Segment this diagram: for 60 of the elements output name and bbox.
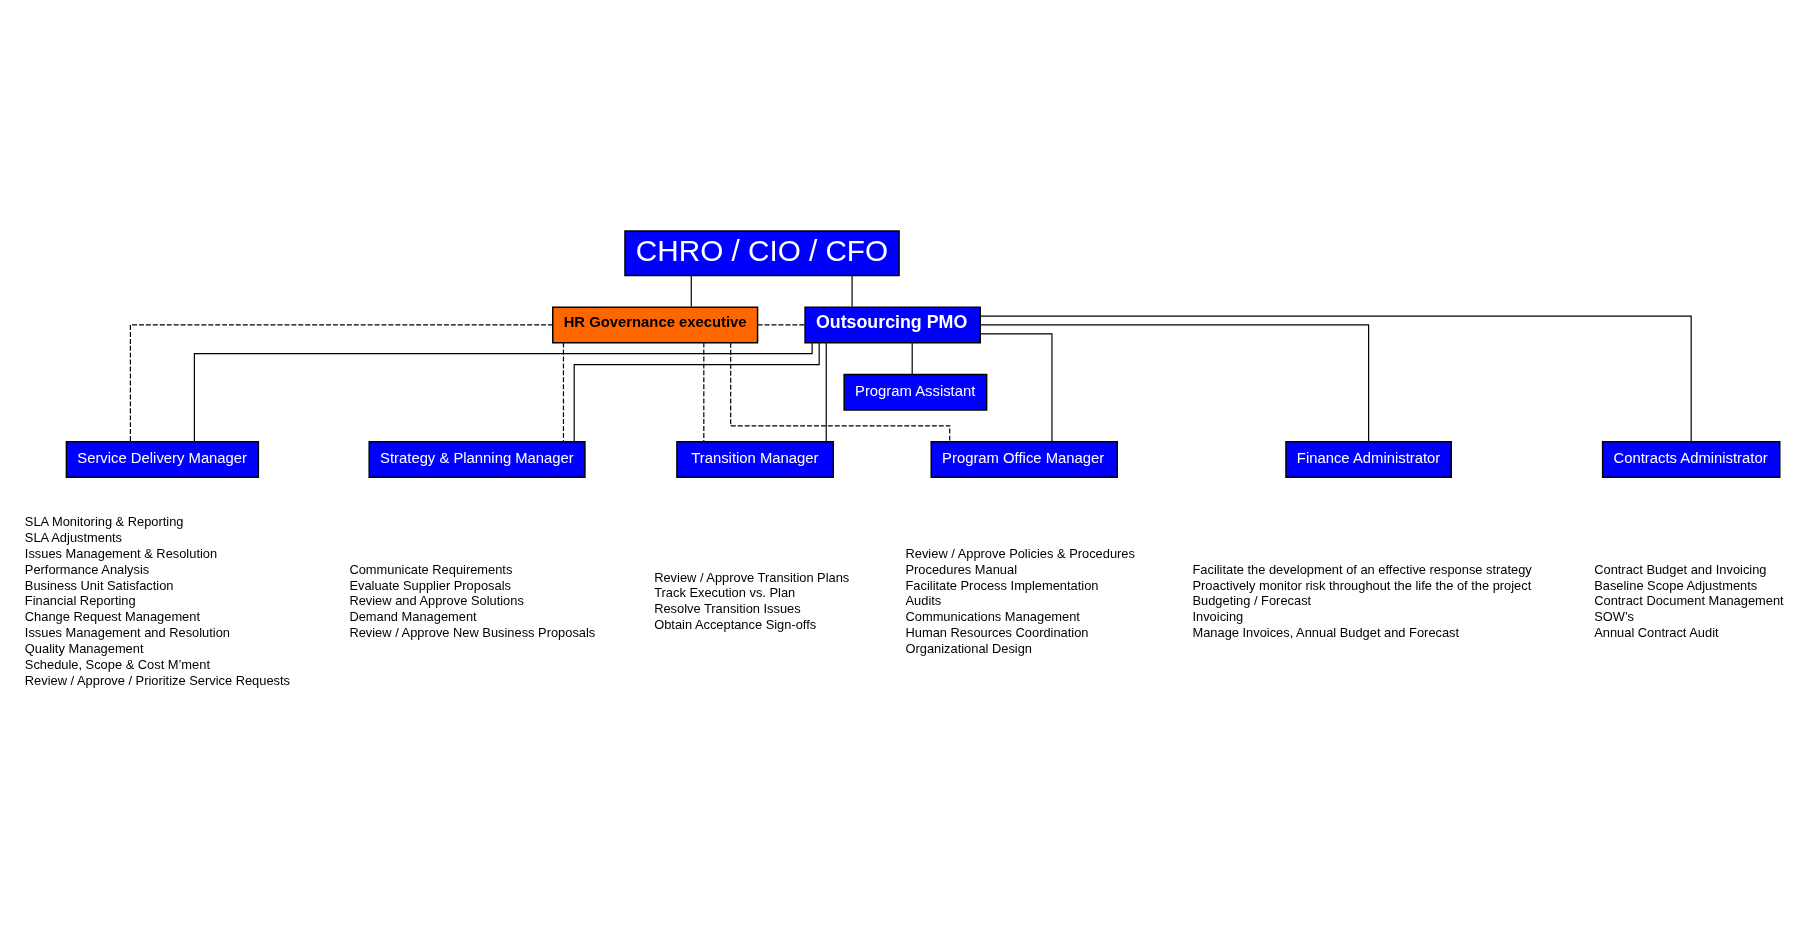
node-label: Review / Approve / Prioritize Service Requests: [24, 672, 290, 688]
node-label: Issues Management & Resolution: [24, 545, 218, 561]
node-label: Schedule, Scope & Cost M’ment: [24, 656, 210, 672]
node-label: Contract Document Management: [1594, 593, 1784, 609]
node-label: Review / Approve New Business Proposals: [349, 625, 596, 641]
node-box: Program Assistant: [843, 373, 988, 411]
node-label: Demand Management: [349, 609, 477, 625]
node-label: Communicate Requirements: [349, 561, 513, 577]
node-label: Manage Invoices, Annual Budget and Forecast: [1192, 625, 1460, 641]
node-label: Performance Analysis: [24, 561, 150, 577]
node-label: Audits: [905, 593, 942, 609]
node-box: Finance Administrator: [1285, 441, 1452, 479]
node-label: Resolve Transition Issues: [654, 601, 801, 617]
connector: [979, 324, 1370, 443]
node-label: Issues Management and Resolution: [24, 625, 231, 641]
node-box: Transition Manager: [676, 441, 834, 479]
connector: [851, 274, 853, 308]
node-label: Quality Management: [24, 640, 144, 656]
node-label: Obtain Acceptance Sign-offs: [654, 617, 817, 633]
node-label: Contract Budget and Invoicing: [1594, 561, 1767, 577]
node-label: Change Request Management: [24, 609, 200, 625]
node-label: SOW’s: [1594, 609, 1634, 625]
connector: [979, 333, 1053, 443]
node-label: Track Execution vs. Plan: [654, 585, 796, 601]
node-label: Budgeting / Forecast: [1192, 593, 1312, 609]
node-label: Financial Reporting: [24, 593, 136, 609]
connector: [193, 342, 813, 443]
node-label: Annual Contract Audit: [1594, 625, 1719, 641]
node-box: Strategy & Planning Manager: [368, 441, 586, 479]
node-label: Organizational Design: [905, 640, 1033, 656]
connector: [757, 324, 806, 326]
node-box: CHRO / CIO / CFO: [624, 230, 900, 277]
connector: [703, 342, 705, 443]
connector: [690, 274, 692, 308]
node-label: SLA Adjustments: [24, 530, 123, 546]
node-label: Baseline Scope Adjustments: [1594, 577, 1758, 593]
connector: [562, 342, 565, 443]
connector: [825, 342, 827, 443]
node-label: Communications Management: [905, 609, 1080, 625]
node-label: SLA Monitoring & Reporting: [24, 514, 184, 530]
node-label: Evaluate Supplier Proposals: [349, 577, 511, 593]
node-box: HR Governance executive: [552, 306, 759, 344]
node-label: Business Unit Satisfaction: [24, 577, 174, 593]
node-label: Invoicing: [1192, 609, 1244, 625]
node-label: Review / Approve Policies & Procedures: [905, 545, 1135, 561]
node-label: Procedures Manual: [905, 561, 1018, 577]
node-box: Service Delivery Manager: [65, 441, 260, 479]
connector: [979, 315, 1692, 443]
connector: [573, 342, 820, 443]
node-label: Proactively monitor risk throughout the life the of the project: [1192, 577, 1532, 593]
node-label: Review and Approve Solutions: [349, 593, 524, 609]
node-label: Review / Approve Transition Plans: [654, 569, 850, 585]
node-label: Human Resources Coordination: [905, 625, 1089, 641]
node-box: Contracts Administrator: [1601, 441, 1781, 479]
connector: [911, 342, 913, 375]
node-label: Facilitate Process Implementation: [905, 577, 1099, 593]
node-box: Outsourcing PMO: [804, 306, 981, 344]
node-box: Program Office Manager: [930, 441, 1118, 479]
node-label: Facilitate the development of an effective response strategy: [1192, 561, 1532, 577]
connector: [129, 324, 554, 443]
